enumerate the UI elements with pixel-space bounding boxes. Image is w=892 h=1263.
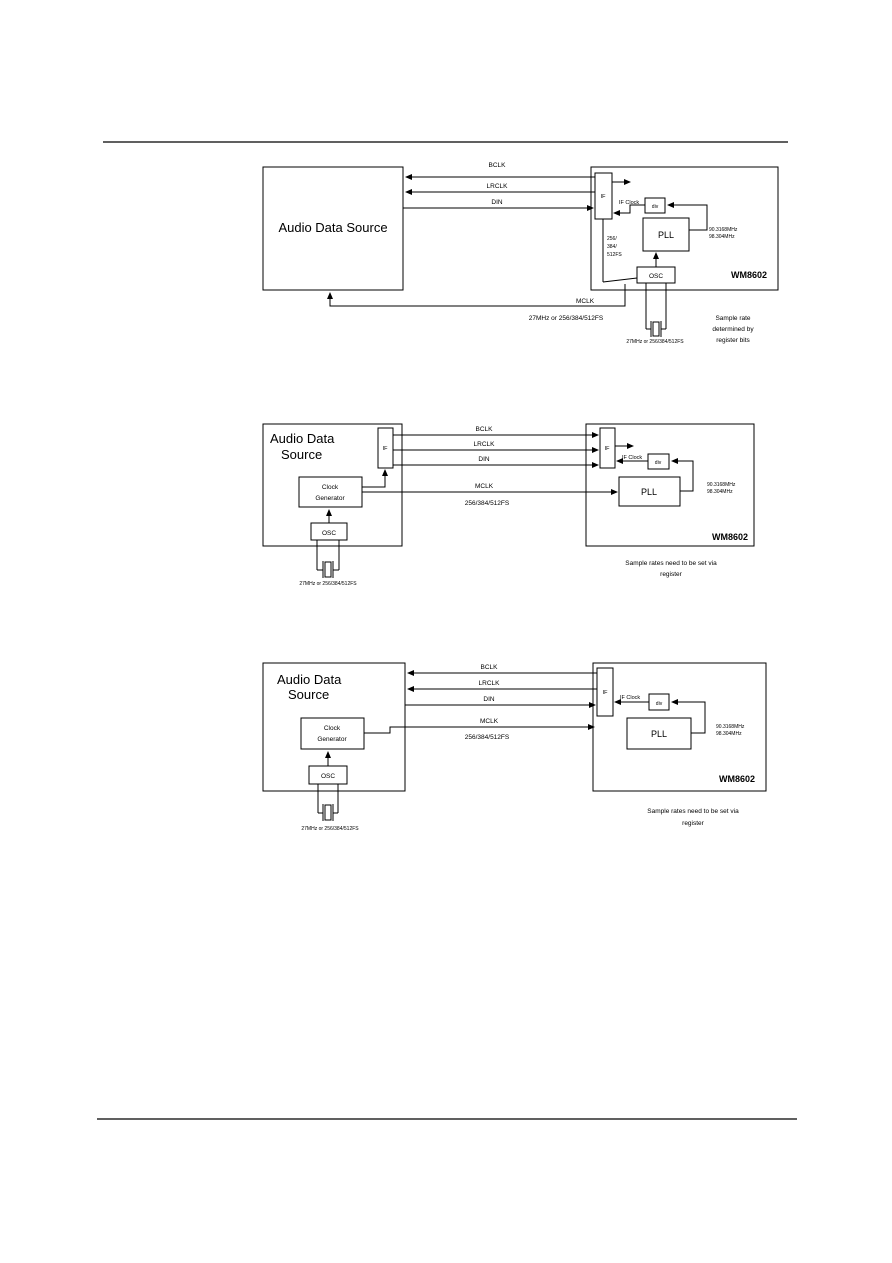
div-label: div: [652, 204, 659, 210]
ratio-2: 384/: [607, 244, 617, 250]
pll-freq-1: 90.3168MHz: [707, 482, 736, 488]
crystal-icon: [324, 561, 332, 578]
mclk-line: [327, 284, 626, 307]
lrclk-label: LRCLK: [487, 183, 509, 190]
pll-freq-2: 98.304MHz: [707, 489, 733, 495]
crystal-label: 27MHz or 256/384/512FS: [299, 581, 357, 587]
wm8602-label: WM8602: [712, 532, 748, 542]
pll-block: [626, 717, 692, 750]
source-if-block: [377, 427, 394, 469]
bclk-label: BCLK: [481, 664, 499, 671]
note-line-2: register: [682, 820, 705, 827]
osc-label: OSC: [321, 773, 335, 780]
din-label: DIN: [491, 199, 503, 206]
diagram-3: Audio Data Source Clock Generator OSC WM…: [262, 662, 767, 832]
mclk-freq-label: 256/384/512FS: [465, 500, 510, 507]
wm8602-label: WM8602: [719, 774, 755, 784]
ratio-3: 512FS: [607, 252, 622, 258]
din-label: DIN: [483, 696, 495, 703]
if-label: IF: [603, 690, 609, 696]
pll-label: PLL: [641, 487, 657, 497]
if-clock-label: IF Clock: [619, 200, 639, 206]
clock-generator-block: [300, 717, 365, 750]
audio-data-source-label-2: Source: [281, 447, 322, 462]
pll-label: PLL: [651, 729, 667, 739]
lrclk-label: LRCLK: [474, 441, 496, 448]
clock-generator-label-1: Clock: [322, 484, 339, 491]
pll-label: PLL: [658, 230, 674, 240]
din-label: DIN: [478, 456, 490, 463]
crystal-label: 27MHz or 256/384/512FS: [626, 339, 684, 345]
audio-data-source-label-2: Source: [288, 687, 329, 702]
clockgen-to-if-arrow: [362, 469, 388, 488]
wm8602-label: WM8602: [731, 270, 767, 280]
mclk-line: [364, 724, 595, 734]
lrclk-label: LRCLK: [479, 680, 501, 687]
pll-freq-2: 98.304MHz: [709, 234, 735, 240]
pll-to-div-arrow: [671, 458, 694, 492]
clock-generator-block: [298, 476, 363, 508]
pll-freq-1: 90.3168MHz: [709, 227, 738, 233]
crystal-icon: [652, 321, 660, 337]
pll-freq-1: 90.3168MHz: [716, 724, 745, 730]
if-block: [599, 427, 616, 469]
bclk-label: BCLK: [489, 162, 507, 169]
bclk-label: BCLK: [476, 426, 494, 433]
pll-to-div-arrow: [667, 202, 708, 231]
osc-label: OSC: [649, 273, 663, 280]
pll-freq-2: 98.304MHz: [716, 731, 742, 737]
diagram-1: Audio Data Source WM8602 IF BCLK LRCLK D…: [262, 162, 779, 345]
if-label: IF: [601, 194, 607, 200]
clock-generator-label-2: Generator: [315, 495, 345, 502]
audio-data-source-label: Audio Data Source: [278, 220, 387, 235]
note-line-2: determined by: [712, 326, 754, 333]
note-line-1: Sample rate: [715, 315, 750, 322]
crystal-label: 27MHz or 256/384/512FS: [301, 826, 359, 832]
mclk-label: MCLK: [480, 718, 499, 725]
note-line-1: Sample rates need to be set via: [625, 560, 717, 567]
mclk-freq-label: 256/384/512FS: [465, 734, 510, 741]
if-clock-label: IF Clock: [622, 455, 642, 461]
pll-block: [642, 217, 690, 252]
osc-feed-line: [602, 277, 638, 283]
if-block: [596, 667, 614, 717]
audio-data-source-label-1: Audio Data: [270, 431, 335, 446]
note-line-1: Sample rates need to be set via: [647, 808, 739, 815]
pll-to-div-arrow: [671, 699, 706, 734]
note-line-3: register bits: [716, 337, 750, 344]
audio-data-source-label-1: Audio Data: [277, 672, 342, 687]
div-label: div: [656, 701, 663, 707]
if-clock-label: IF Clock: [620, 695, 640, 701]
diagram-2: Audio Data Source IF Clock Generator OSC…: [262, 423, 755, 587]
audio-data-source-box: [262, 166, 404, 291]
ratio-1: 256/: [607, 236, 617, 242]
crystal-icon: [324, 804, 332, 821]
div-to-if-arrow: [613, 204, 645, 216]
mclk-freq-label: 27MHz or 256/384/512FS: [529, 315, 604, 322]
osc-label: OSC: [322, 530, 336, 537]
clock-generator-label-1: Clock: [324, 725, 341, 732]
clock-generator-label-2: Generator: [317, 736, 347, 743]
mclk-label: MCLK: [475, 483, 494, 490]
source-if-label: IF: [383, 446, 389, 452]
div-label: div: [655, 460, 662, 466]
mclk-label: MCLK: [576, 298, 595, 305]
note-line-2: register: [660, 571, 683, 578]
if-label: IF: [605, 446, 611, 452]
